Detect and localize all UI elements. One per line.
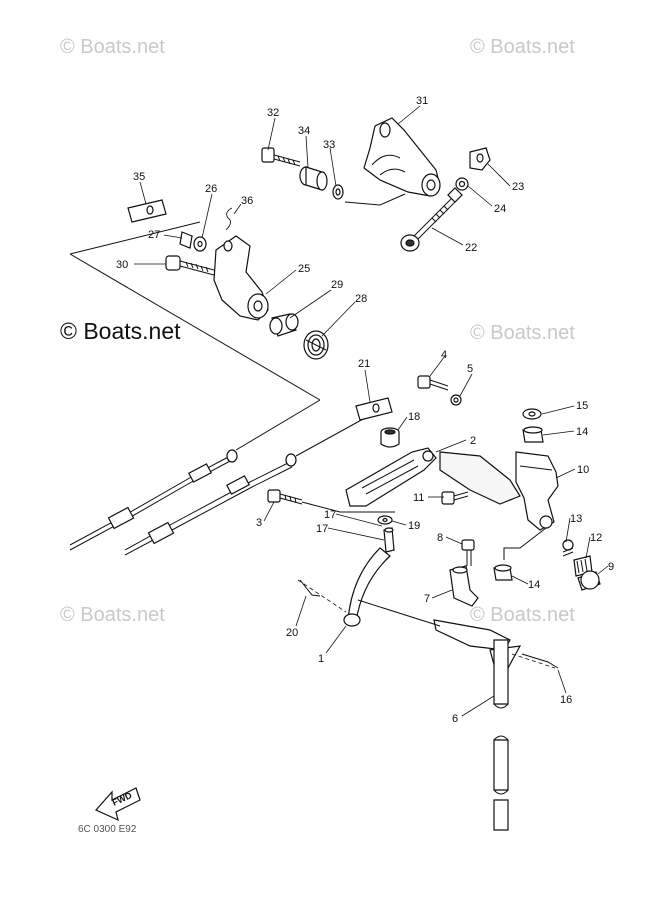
bolt-11 bbox=[441, 491, 469, 505]
callout-16: 16 bbox=[560, 694, 572, 706]
watermark-top-right: © Boats.net bbox=[470, 36, 575, 58]
callout-17-upper: 17 bbox=[324, 509, 336, 521]
joint-21 bbox=[355, 397, 393, 421]
spring-28 bbox=[303, 330, 329, 360]
watermark-mid-right: © Boats.net bbox=[470, 322, 575, 344]
bushing-26 bbox=[193, 236, 207, 252]
callout-4: 4 bbox=[441, 349, 447, 361]
washer-33 bbox=[332, 184, 344, 200]
callout-15: 15 bbox=[576, 400, 588, 412]
clip-36 bbox=[225, 207, 233, 231]
callout-31: 31 bbox=[416, 95, 428, 107]
shift-cables bbox=[69, 399, 366, 556]
callout-32: 32 bbox=[267, 107, 279, 119]
diagram-code: 6C 0300 E92 bbox=[78, 824, 137, 835]
callout-3: 3 bbox=[256, 517, 262, 529]
washer-19 bbox=[377, 515, 393, 525]
collar-34 bbox=[299, 166, 328, 191]
callout-1: 1 bbox=[318, 653, 324, 665]
bolt-8 bbox=[461, 539, 475, 566]
callout-19: 19 bbox=[408, 520, 420, 532]
clip-20 bbox=[299, 579, 321, 597]
callout-14-upper: 14 bbox=[576, 426, 588, 438]
bolt-4 bbox=[417, 375, 449, 391]
pin-27 bbox=[179, 231, 193, 249]
callout-leaders bbox=[134, 105, 609, 717]
watermark-bottom-right: © Boats.net bbox=[470, 604, 575, 626]
callout-21: 21 bbox=[358, 358, 370, 370]
callout-7: 7 bbox=[424, 593, 430, 605]
callout-12: 12 bbox=[590, 532, 602, 544]
callout-33: 33 bbox=[323, 139, 335, 151]
callout-36: 36 bbox=[241, 195, 253, 207]
callout-17-lower: 17 bbox=[316, 523, 328, 535]
lever-2 bbox=[345, 447, 437, 507]
watermark-bottom-left: © Boats.net bbox=[60, 604, 165, 626]
callout-26: 26 bbox=[205, 183, 217, 195]
fwd-arrow-icon: FWD bbox=[95, 787, 141, 822]
nut-24 bbox=[455, 177, 469, 191]
shift-bracket-assembly bbox=[261, 117, 491, 252]
callout-22: 22 bbox=[465, 242, 477, 254]
bolt-32 bbox=[261, 147, 301, 167]
shift-rod-assembly bbox=[297, 527, 559, 831]
watermark-main: © Boats.net bbox=[60, 318, 181, 344]
callout-29: 29 bbox=[331, 279, 343, 291]
nut-14-lower bbox=[493, 564, 513, 581]
plunger-9 bbox=[577, 570, 601, 591]
bolt-30 bbox=[165, 255, 215, 276]
callout-23: 23 bbox=[512, 181, 524, 193]
callout-30: 30 bbox=[116, 259, 128, 271]
callout-20: 20 bbox=[286, 627, 298, 639]
callout-labels: 1 2 3 4 5 6 7 8 9 10 11 12 13 14 14 15 1… bbox=[116, 95, 614, 725]
bushing-29 bbox=[269, 313, 299, 337]
bushing-18 bbox=[380, 427, 400, 448]
spring-13 bbox=[562, 539, 574, 557]
callout-28: 28 bbox=[355, 293, 367, 305]
callout-25: 25 bbox=[298, 263, 310, 275]
callout-10: 10 bbox=[577, 464, 589, 476]
bolt-3 bbox=[267, 489, 303, 505]
callout-9: 9 bbox=[608, 561, 614, 573]
shift-lever-assembly bbox=[69, 199, 329, 401]
nut-14-upper bbox=[522, 426, 544, 443]
lever-25 bbox=[213, 235, 269, 321]
callout-34: 34 bbox=[298, 125, 310, 137]
callout-11: 11 bbox=[413, 492, 424, 504]
callout-13: 13 bbox=[570, 513, 582, 525]
callout-8: 8 bbox=[437, 532, 443, 544]
rod-22 bbox=[400, 187, 463, 252]
callout-18: 18 bbox=[408, 411, 420, 423]
link-23 bbox=[469, 147, 491, 171]
center-lever-assembly bbox=[267, 375, 521, 525]
arm-1 bbox=[343, 547, 391, 627]
callout-6: 6 bbox=[452, 713, 458, 725]
callout-5: 5 bbox=[467, 363, 473, 375]
watermark-top-left: © Boats.net bbox=[60, 36, 165, 58]
callout-2: 2 bbox=[470, 435, 476, 447]
rod-6 bbox=[493, 639, 509, 831]
washer-15 bbox=[522, 408, 542, 420]
bracket-10 bbox=[515, 451, 559, 531]
washer-5 bbox=[450, 394, 462, 406]
right-bracket-assembly bbox=[503, 408, 601, 591]
bracket-31 bbox=[363, 117, 441, 197]
plate-behind-2 bbox=[439, 451, 521, 505]
cam-7 bbox=[449, 565, 479, 607]
joint-35 bbox=[127, 199, 167, 223]
clip-16 bbox=[521, 653, 559, 669]
callout-27: 27 bbox=[148, 229, 160, 241]
callout-14-lower: 14 bbox=[528, 579, 540, 591]
link-17 bbox=[383, 527, 395, 553]
callout-35: 35 bbox=[133, 171, 145, 183]
callout-24: 24 bbox=[494, 203, 506, 215]
